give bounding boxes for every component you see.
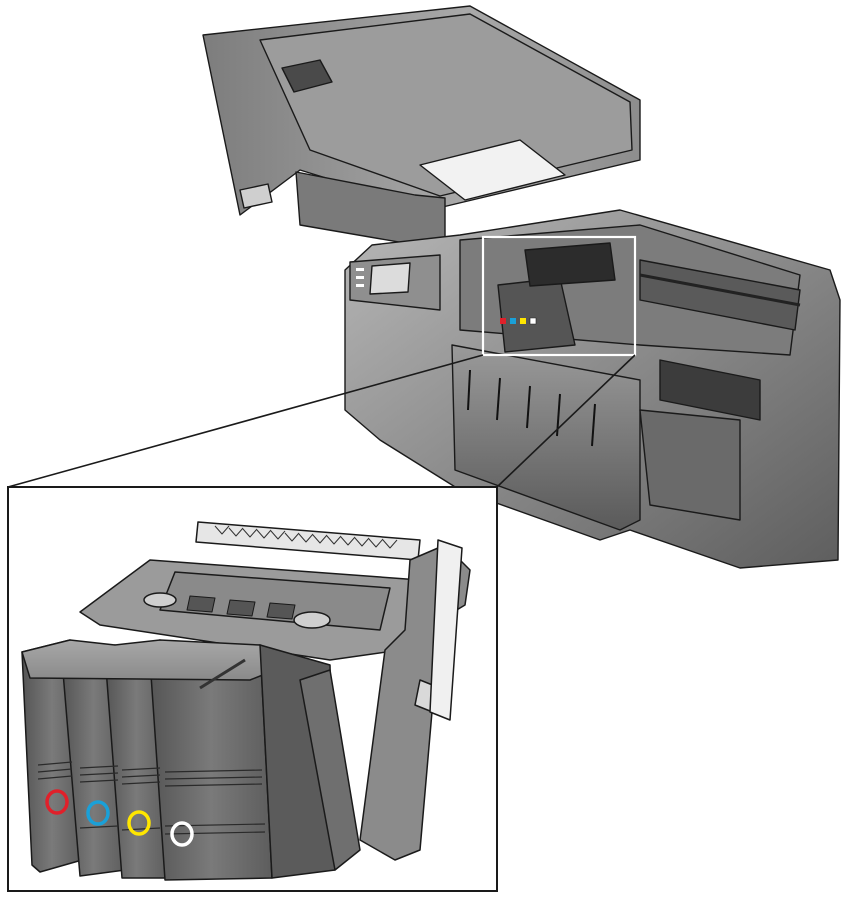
ribbon-cable bbox=[429, 539, 463, 721]
zoom-callout-source bbox=[481, 235, 637, 357]
carriage-cartridges bbox=[497, 242, 616, 353]
cartridge-stack bbox=[21, 639, 361, 881]
ink-indicator-red bbox=[45, 789, 69, 815]
latch-left bbox=[143, 592, 177, 608]
ink-indicator-cyan bbox=[86, 800, 110, 826]
ink-indicator-black bbox=[170, 821, 194, 847]
callout-line-left bbox=[7, 354, 484, 488]
lid-window bbox=[419, 139, 566, 201]
lid-handle bbox=[281, 59, 333, 93]
cartridge-assembly bbox=[21, 521, 471, 881]
ink-indicator-yellow bbox=[127, 810, 151, 836]
callout-line-right bbox=[496, 354, 636, 488]
latch-right bbox=[293, 611, 331, 629]
control-panel-screen bbox=[369, 262, 411, 295]
printer-body bbox=[202, 5, 841, 569]
